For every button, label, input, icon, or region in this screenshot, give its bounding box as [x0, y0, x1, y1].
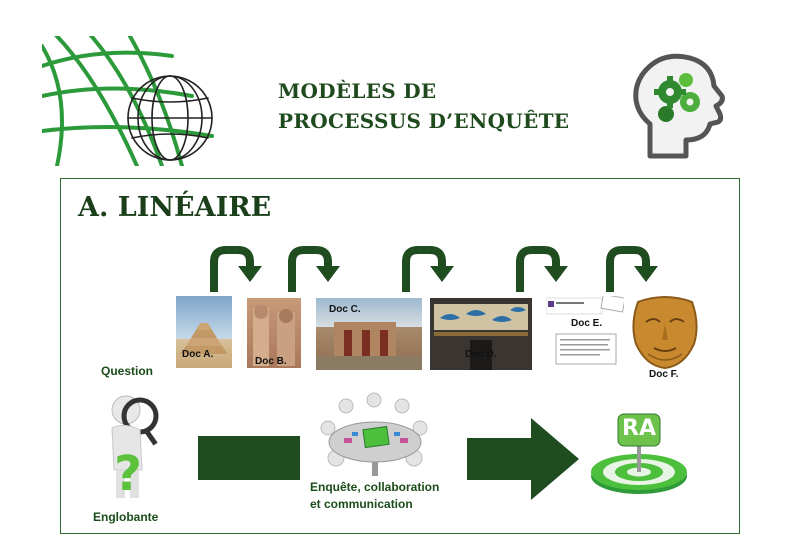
globe-icon [42, 36, 214, 166]
inquiry-label: Enquête, collaboration et communication [310, 479, 439, 513]
doc-f-label: Doc F. [649, 369, 679, 380]
curved-arrow-icon [606, 246, 658, 292]
target-icon [591, 413, 687, 494]
question-label: Question [101, 364, 154, 378]
doc-a-label: Doc A. [182, 349, 214, 360]
doc-c-label: Doc C. [329, 304, 361, 315]
doc-d-label: Doc D. [465, 349, 497, 360]
inquiry-label-line-1: Enquête, collaboration [310, 480, 440, 494]
doc-e-label: Doc E. [571, 318, 603, 329]
target-label: RA [622, 416, 656, 441]
curved-arrow-icon [516, 246, 568, 292]
curved-arrow-icon [210, 246, 262, 292]
magnifier-question-icon: ? [111, 395, 159, 502]
title-line-1: MODÈLES DE [278, 79, 437, 103]
progress-bar-block [198, 436, 300, 480]
meeting-table-icon [320, 392, 428, 476]
doc-d-image [430, 298, 532, 370]
big-arrow-icon [467, 418, 579, 500]
doc-f-image [632, 296, 698, 370]
title-line-2: PROCESSUS D’ENQUÊTE [278, 109, 570, 133]
doc-b-label: Doc B. [255, 356, 287, 367]
doc-e-image [546, 296, 624, 370]
page-title: MODÈLES DE PROCESSUS D’ENQUÊTE [278, 76, 569, 136]
svg-text:?: ? [114, 446, 142, 502]
head-gears-icon [633, 53, 725, 159]
doc-c-image [316, 298, 422, 370]
doc-b-image [247, 298, 301, 368]
curved-arrow-icon [288, 246, 340, 292]
doc-a-image [176, 296, 232, 368]
curved-arrow-icon [402, 246, 454, 292]
section-heading: A. LINÉAIRE [78, 192, 272, 223]
inquiry-label-line-2: et communication [310, 497, 413, 511]
englobante-label: Englobante [93, 510, 159, 524]
